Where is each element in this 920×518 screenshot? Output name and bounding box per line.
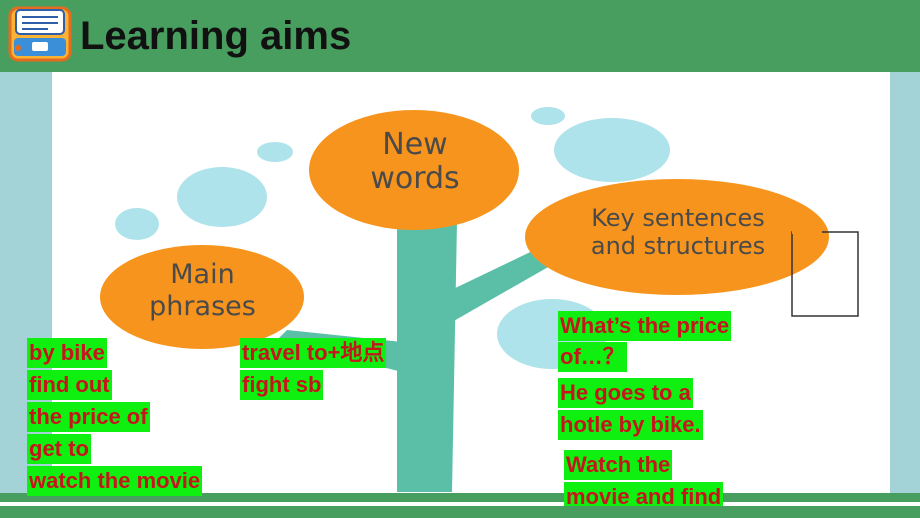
bubble-key-sentences [525,179,829,295]
phrase-watch-the-movie: watch the movie [27,466,203,496]
phrase-fight-sb: fight sb [240,370,324,400]
phrase-get-to: get to [27,434,91,464]
bubble-deco-1 [177,167,267,227]
phrase-travel-to: travel to+地点 [240,338,387,368]
box-mask [792,230,822,234]
sentence-2-line-2: hotle by bike. [558,410,703,440]
main-phrases-label: Main phrases [149,259,256,322]
tree-trunk [397,222,457,492]
phrase-the-price-of: the price of [27,402,150,432]
tree-diagram [100,107,859,492]
sentence-1-line-1: What’s the price [558,311,732,341]
new-words-label: New words [370,127,460,196]
sentence-1-line-2: of…？ [558,342,627,372]
key-sentences-label: Key sentences and structures [590,204,766,260]
header-bar [0,0,920,72]
bubble-deco-5 [554,118,670,182]
page-title: Learning aims [80,14,352,58]
sentence-3-line-2: movie and find [564,482,724,506]
sentence-2-line-1: He goes to a [558,378,693,408]
empty-box [791,231,859,317]
clipboard-icon [8,6,72,62]
sentence-3-line-1: Watch the [564,450,673,480]
right-border [890,72,920,502]
phrase-by-bike: by bike [27,338,107,368]
bubble-deco-2 [115,208,159,240]
bubble-deco-4 [531,107,565,125]
phrase-find-out: find out [27,370,112,400]
bubble-main-phrases [100,245,304,349]
bubble-new-words [309,110,519,230]
branch-right [447,244,557,322]
footer-divider [0,502,920,506]
bubble-deco-3 [257,142,293,162]
